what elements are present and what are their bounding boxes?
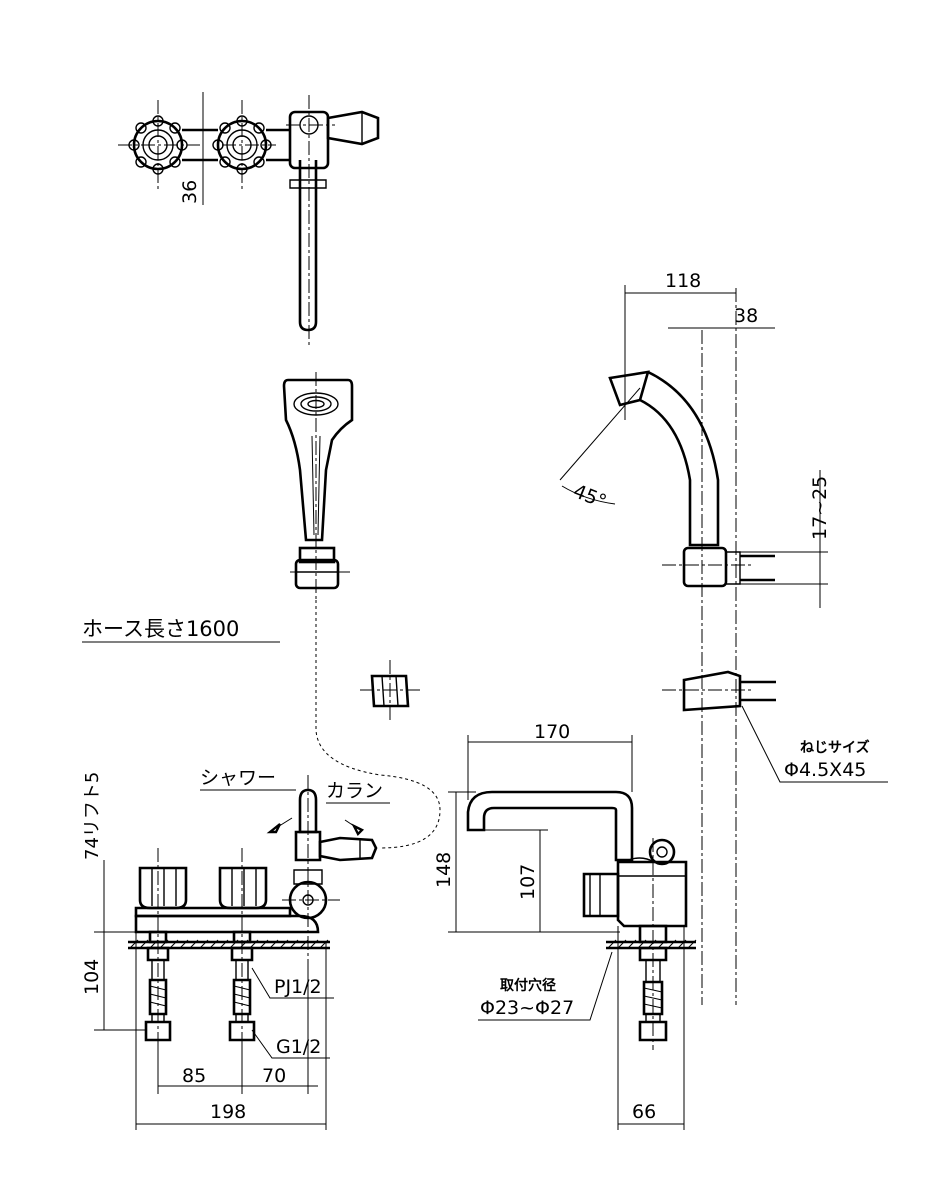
side-view-faucet: 170 148 107 取付穴径 Φ23~Φ27 66	[433, 721, 697, 1130]
dim-17-25: 17~25	[809, 476, 831, 540]
svg-text:ホース長さ1600: ホース長さ1600	[82, 617, 239, 641]
top-view: 36	[118, 92, 380, 345]
dim-38: 38	[734, 305, 758, 327]
side-view-shower-holder: 45° 118 38 17~25 ねじサイズ Φ4.5X45	[559, 270, 888, 1005]
angle-45: 45°	[570, 480, 609, 513]
screw-size-title: ねじサイズ	[800, 739, 870, 756]
dim-85: 85	[182, 1065, 206, 1087]
faucet-label: カラン	[326, 780, 383, 802]
hose-length-label: ホース長さ1600	[82, 617, 280, 643]
lift-label: 74リフト5	[82, 772, 103, 860]
adapter-nut	[360, 660, 420, 720]
dim-104: 104	[81, 959, 103, 995]
shower-label: シャワー	[200, 767, 276, 789]
g-label: G1/2	[276, 1036, 321, 1058]
dim-148: 148	[433, 852, 455, 888]
mount-hole: Φ23~Φ27	[480, 997, 574, 1019]
hand-shower	[282, 372, 354, 600]
dim-70: 70	[262, 1065, 286, 1087]
dim-170: 170	[534, 721, 570, 743]
dim-36: 36	[179, 180, 201, 204]
dim-118: 118	[665, 270, 701, 292]
dim-66: 66	[632, 1101, 656, 1123]
screw-size: Φ4.5X45	[784, 759, 866, 781]
front-view-faucet: 74リフト5 シャワー カラン	[81, 767, 390, 1130]
mount-hole-title: 取付穴径	[500, 977, 556, 994]
pj-label: PJ1/2	[274, 976, 322, 998]
dim-107: 107	[517, 864, 539, 900]
dim-198: 198	[210, 1101, 246, 1123]
hose-line	[315, 600, 441, 849]
